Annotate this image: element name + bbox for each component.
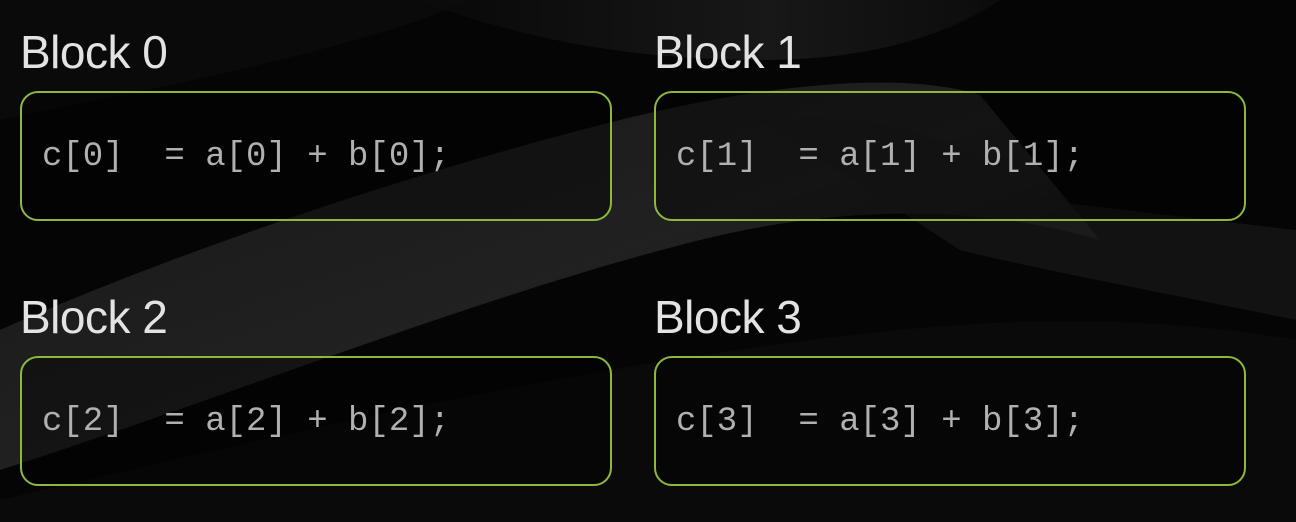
- code-box: c[0] = a[0] + b[0];: [20, 91, 612, 221]
- code-box: c[1] = a[1] + b[1];: [654, 91, 1246, 221]
- code-box: c[3] = a[3] + b[3];: [654, 356, 1246, 486]
- block-3: Block 3 c[3] = a[3] + b[3];: [652, 289, 1252, 489]
- block-title: Block 2: [20, 291, 168, 343]
- block-0: Block 0 c[0] = a[0] + b[0];: [18, 24, 618, 224]
- block-title: Block 0: [20, 26, 168, 78]
- code-statement: c[0] = a[0] + b[0];: [42, 138, 451, 176]
- block-title: Block 1: [654, 26, 802, 78]
- block-title: Block 3: [654, 291, 802, 343]
- code-statement: c[1] = a[1] + b[1];: [676, 138, 1085, 176]
- code-statement: c[2] = a[2] + b[2];: [42, 403, 451, 441]
- block-1: Block 1 c[1] = a[1] + b[1];: [652, 24, 1252, 224]
- block-2: Block 2 c[2] = a[2] + b[2];: [18, 289, 618, 489]
- code-statement: c[3] = a[3] + b[3];: [676, 403, 1085, 441]
- code-box: c[2] = a[2] + b[2];: [20, 356, 612, 486]
